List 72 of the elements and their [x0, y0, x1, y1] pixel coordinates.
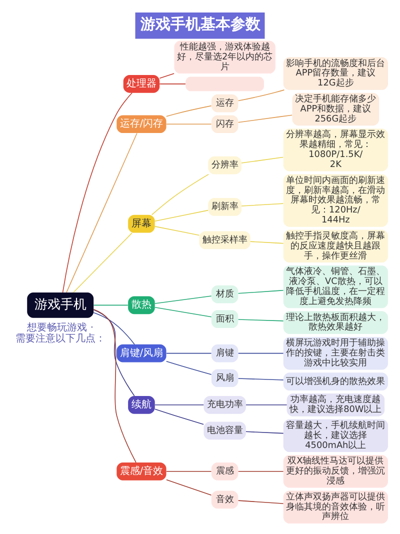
connector — [238, 500, 284, 504]
node-box: 气体液冷、铜管、石墨、液冷泵、VC散热，可以降低手机温度，在一定程度上避免发热降频 — [283, 266, 388, 308]
connector — [93, 312, 135, 345]
connector — [238, 114, 292, 123]
connector — [246, 431, 284, 434]
connector — [238, 90, 285, 102]
connector — [241, 156, 284, 164]
connector — [93, 308, 136, 463]
connector — [62, 92, 132, 293]
node-box: 运存/闪存 — [116, 115, 166, 134]
connector — [250, 241, 284, 244]
node-box: 可以增强机身的散热效果 — [283, 372, 388, 391]
node-box: 电池容量 — [204, 422, 246, 440]
node-box: 游戏手机 — [27, 292, 94, 318]
node-box: 横屏玩游戏时用于辅助操作的按键，主要在射击类游戏中比较实用 — [283, 336, 388, 370]
node-box: 性能越强，游戏体验越好，尽量选2年以内的芯片 — [174, 40, 276, 74]
node-box: 运存 — [211, 94, 238, 112]
node-box: 闪存 — [211, 115, 238, 134]
connector — [159, 73, 174, 79]
node-box: 震感 — [211, 462, 238, 480]
node-box: 分辨率 — [208, 156, 242, 174]
node-box: 风扇 — [211, 369, 238, 388]
connector — [66, 132, 138, 293]
node-box: 散热 — [128, 296, 155, 314]
connector — [238, 378, 284, 380]
node-box: 屏幕 — [128, 214, 155, 233]
connector — [166, 360, 212, 375]
node-box — [186, 76, 264, 92]
connector — [238, 470, 284, 472]
node-box: 立体声双扬声器可以提供身临其境的音效体验，听声辨位 — [283, 490, 388, 524]
connector — [154, 404, 204, 406]
diagram-title: 游戏手机基本参数 — [140, 15, 260, 34]
node-box: 震感/音效 — [116, 462, 166, 480]
connector — [246, 404, 288, 406]
connector — [154, 307, 212, 318]
node-box: 充电功率 — [204, 396, 246, 414]
node-box: 容量越大，手机续航时间越长，建议选择4500mAh以上 — [283, 419, 388, 452]
connector — [93, 309, 135, 396]
node-box: 功率越高，充电速度越快，建议选择80W以上 — [286, 394, 385, 416]
node-box: 决定手机能存储多少APP和数据，建议256G起步 — [292, 92, 380, 126]
node-box: 肩键/风扇 — [116, 344, 166, 362]
connector — [154, 296, 212, 304]
node-box: 处理器 — [123, 75, 160, 93]
connector — [166, 479, 212, 496]
connector — [238, 290, 284, 294]
node-box: 续航 — [128, 396, 155, 414]
node-box: 理论上散热板面积越大，散热效果越好 — [283, 311, 388, 334]
connector — [154, 226, 200, 236]
connector — [166, 352, 212, 354]
connector — [154, 210, 208, 222]
node-box: 音效 — [211, 490, 238, 509]
node-box: 触控手指灵敏度高，屏幕的反应速度越快且越跟手，操作更丝滑 — [283, 230, 388, 263]
connector — [151, 174, 209, 216]
node-box: 分辨率越高，屏幕显示效果越精细，常见：1080P/1.5K/2K — [283, 128, 388, 172]
connector — [166, 470, 212, 472]
connector — [166, 105, 212, 117]
connector — [238, 319, 284, 322]
node-box: 双X轴线性马达可以提供更好的振动反馈，增强沉浸感 — [283, 455, 388, 488]
connector — [154, 408, 204, 425]
node-box: 刷新率 — [208, 198, 242, 216]
connector — [166, 124, 212, 125]
node-box: 影响手机的流畅度和后台APP留存数量，建议12G起步 — [283, 57, 388, 90]
connector — [93, 304, 128, 306]
node-box: 材质 — [211, 285, 238, 304]
node-box: 肩键 — [211, 344, 238, 362]
connector — [238, 352, 284, 354]
connector — [241, 203, 284, 206]
label: 想要畅玩游戏 · 需要注意以下几点： — [15, 322, 106, 344]
node-box: 触控采样率 — [199, 231, 250, 250]
node-box: 单位时间内画面的刷新速度，刷新率越高，在滑动屏幕时效果越流畅，常见：120Hz/144Hz — [283, 174, 388, 227]
connector — [72, 232, 132, 293]
node-box: 面积 — [211, 310, 238, 328]
